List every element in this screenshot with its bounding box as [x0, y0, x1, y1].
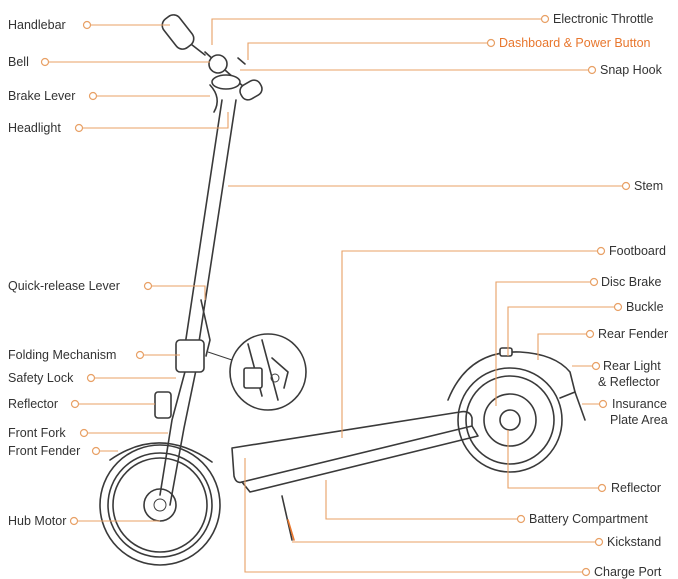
rear-fender	[447, 351, 576, 401]
label-rear-light-line2: & Reflector	[598, 375, 660, 389]
footboard	[231, 410, 479, 493]
label-disc-brake: Disc Brake	[601, 275, 661, 289]
label-battery-compartment: Battery Compartment	[529, 512, 648, 526]
label-buckle: Buckle	[626, 300, 664, 314]
label-reflector-front: Reflector	[8, 397, 58, 411]
folding-detail-magnifier	[207, 333, 307, 411]
label-safety-lock: Safety Lock	[8, 371, 74, 385]
label-headlight: Headlight	[8, 121, 61, 135]
scooter-illustration	[99, 14, 586, 566]
rear-wheel	[457, 367, 563, 473]
front-reflector	[154, 391, 172, 419]
leader-lines	[45, 18, 626, 573]
label-snap-hook: Snap Hook	[600, 63, 663, 77]
label-kickstand: Kickstand	[607, 535, 661, 549]
label-handlebar: Handlebar	[8, 18, 66, 32]
folding-mechanism	[175, 339, 205, 373]
label-insurance-line2: Plate Area	[610, 413, 668, 427]
label-stem: Stem	[634, 179, 663, 193]
label-rear-fender: Rear Fender	[598, 327, 668, 341]
label-front-fender: Front Fender	[8, 444, 80, 458]
labels-left: Handlebar Bell Brake Lever Headlight Qui…	[8, 18, 120, 528]
front-fork	[159, 367, 197, 506]
label-footboard: Footboard	[609, 244, 666, 258]
front-fender	[109, 442, 213, 463]
label-hub-motor: Hub Motor	[8, 514, 66, 528]
front-wheel	[99, 444, 221, 566]
label-quick-release-lever: Quick-release Lever	[8, 279, 120, 293]
label-rear-light-line1: Rear Light	[603, 359, 661, 373]
label-brake-lever: Brake Lever	[8, 89, 75, 103]
leader-dots	[40, 14, 631, 577]
label-reflector-rear: Reflector	[611, 481, 661, 495]
handlebar-assembly	[161, 14, 263, 113]
label-front-fork: Front Fork	[8, 426, 66, 440]
kickstand	[281, 495, 293, 541]
label-dashboard-power-button: Dashboard & Power Button	[499, 36, 651, 50]
label-electronic-throttle: Electronic Throttle	[553, 12, 654, 26]
label-charge-port: Charge Port	[594, 565, 662, 579]
label-bell: Bell	[8, 55, 29, 69]
labels-right: Electronic Throttle Dashboard & Power Bu…	[499, 12, 668, 579]
label-insurance-line1: Insurance	[612, 397, 667, 411]
stem	[183, 99, 237, 356]
label-folding-mechanism: Folding Mechanism	[8, 348, 116, 362]
